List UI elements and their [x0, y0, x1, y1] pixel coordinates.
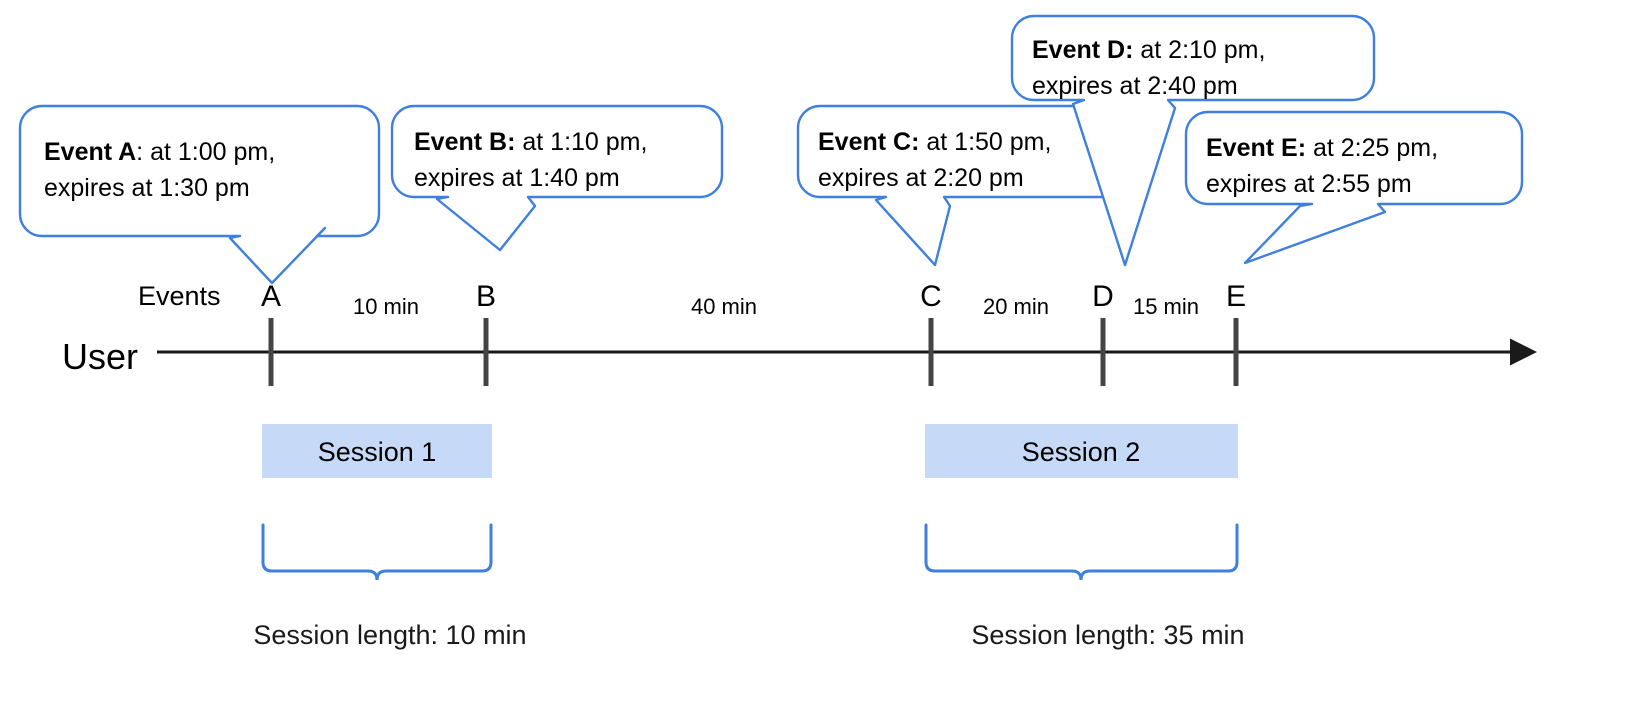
callout-e-bubble — [1184, 110, 1524, 265]
brace-session-1 — [261, 523, 493, 581]
callout-d-line1: Event D: at 2:10 pm, — [1032, 36, 1265, 64]
callout-event-c[interactable]: Event C: at 1:50 pm, expires at 2:20 pm — [796, 104, 1136, 267]
session-bar-2[interactable]: Session 2 — [925, 424, 1238, 478]
callout-c-line2: expires at 2:20 pm — [818, 164, 1024, 192]
callout-a-bubble — [18, 104, 381, 285]
gap-label-c-d: 20 min — [983, 294, 1049, 319]
event-letter-a: A — [261, 280, 281, 313]
callout-b-bubble — [390, 104, 724, 252]
callout-e-line1: Event E: at 2:25 pm, — [1206, 134, 1438, 162]
event-letter-d: D — [1092, 280, 1114, 313]
session-1-rect — [262, 424, 492, 478]
callout-d-line2: expires at 2:40 pm — [1032, 72, 1238, 100]
callout-event-a[interactable]: Event A: at 1:00 pm, expires at 1:30 pm — [18, 104, 381, 285]
callout-e-line2: expires at 2:55 pm — [1206, 170, 1412, 198]
callout-event-d[interactable]: Event D: at 2:10 pm, expires at 2:40 pm — [1010, 14, 1376, 267]
gap-label-d-e: 15 min — [1133, 294, 1199, 319]
callout-b-line2: expires at 1:40 pm — [414, 164, 620, 192]
session-1-label: Session 1 — [318, 437, 437, 467]
event-letter-b: B — [476, 280, 496, 313]
session-2-label: Session 2 — [1022, 437, 1141, 467]
gap-label-a-b: 10 min — [353, 294, 419, 319]
callout-a-line2: expires at 1:30 pm — [44, 174, 250, 202]
event-letter-c: C — [920, 280, 942, 313]
callout-d-bubble — [1010, 14, 1376, 267]
callout-b-line1: Event B: at 1:10 pm, — [414, 128, 647, 156]
events-track-label: Events — [138, 281, 221, 311]
session-2-length-label: Session length: 35 min — [971, 620, 1244, 650]
callout-a-line1: Event A: at 1:00 pm, — [44, 138, 275, 166]
session-bar-1[interactable]: Session 1 — [262, 424, 492, 478]
callout-event-e[interactable]: Event E: at 2:25 pm, expires at 2:55 pm — [1184, 110, 1524, 265]
brace-session-2 — [924, 523, 1239, 581]
event-letter-e: E — [1226, 280, 1246, 313]
callout-c-line1: Event C: at 1:50 pm, — [818, 128, 1051, 156]
session-2-rect — [925, 424, 1238, 478]
axis-row-label: User — [62, 336, 138, 377]
gap-label-b-c: 40 min — [691, 294, 757, 319]
session-1-length-label: Session length: 10 min — [253, 620, 526, 650]
callout-event-b[interactable]: Event B: at 1:10 pm, expires at 1:40 pm — [390, 104, 724, 252]
